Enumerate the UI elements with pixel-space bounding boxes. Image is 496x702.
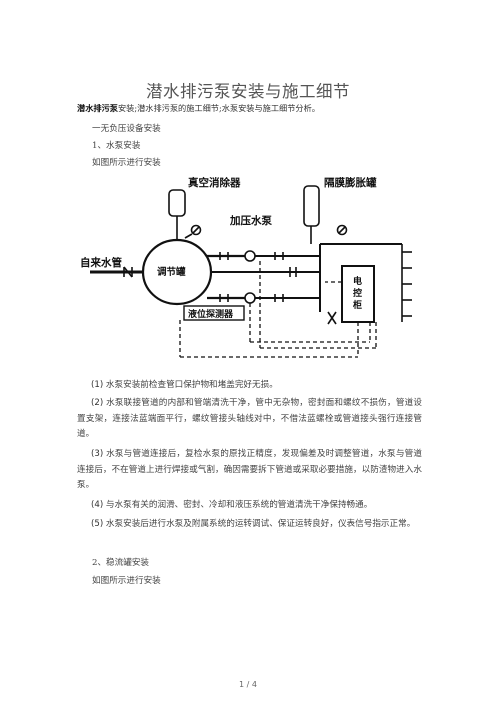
- label-pressure-pump: 加压水泵: [229, 214, 272, 227]
- label-level-detector: 液位探测器: [188, 308, 234, 320]
- keywords-rest: 安装;潜水排污泵的施工细节;水泵安装与施工细节分析。: [117, 103, 320, 113]
- page-title: 潜水排污泵安装与施工细节: [146, 82, 350, 101]
- list-item: (5) 水泵安装后进行水泵及附属系统的运转调试、保证运转良好，仪表信号指示正常。: [77, 517, 422, 533]
- label-cabinet-2: 控: [353, 287, 362, 299]
- item-number: (1): [91, 380, 104, 390]
- keywords-bold: 潜水排污泵: [77, 103, 118, 113]
- label-cabinet-3: 柜: [352, 299, 362, 311]
- item-number: (2): [91, 398, 104, 408]
- subsection-note-2: 如图所示进行安装: [92, 576, 161, 586]
- list-item: (1) 水泵安装前检查管口保护物和堵盖完好无损。: [77, 378, 422, 394]
- label-membrane-tank: 隔膜膨胀罐: [324, 176, 377, 189]
- label-cabinet-1: 电: [353, 275, 362, 287]
- label-regulating-tank: 调节罐: [157, 266, 186, 278]
- list-item: (4) 与水泵有关的润滑、密封、冷却和液压系统的管道清洗干净保持畅通。: [77, 498, 422, 514]
- item-text: 与水泵有关的润滑、密封、冷却和液压系统的管道清洗干净保持畅通。: [105, 500, 373, 510]
- subsection-heading-2: 2、稳流罐安装: [92, 558, 150, 568]
- item-text: 水泵安装前检查管口保护物和堵盖完好无损。: [105, 380, 278, 390]
- subsection-heading-1: 1、水泵安装: [92, 141, 141, 151]
- keywords-line: 潜水排污泵安装;潜水排污泵的施工细节;水泵安装与施工细节分析。: [77, 102, 427, 114]
- item-text: 水泵与管道连接后，复检水泵的原找正精度，发现偏差及时调整管道，水泵与管道连接后，…: [77, 449, 422, 490]
- pump-installation-diagram: 真空消除器 隔膜膨胀罐 加压水泵 自来水管 调节罐 电 控 柜 液位探测器: [80, 176, 412, 358]
- list-item: (3) 水泵与管道连接后，复检水泵的原找正精度，发现偏差及时调整管道，水泵与管道…: [77, 447, 422, 494]
- section-heading-1: 一无负压设备安装: [92, 124, 161, 134]
- label-tap-water-pipe: 自来水管: [80, 256, 122, 269]
- page-number: 1 / 4: [239, 680, 257, 689]
- subsection-note-1: 如图所示进行安装: [92, 158, 161, 168]
- label-vacuum-eliminator: 真空消除器: [188, 176, 241, 189]
- item-number: (4): [91, 500, 104, 510]
- item-text: 水泵安装后进行水泵及附属系统的运转调试、保证运转良好，仪表信号指示正常。: [105, 519, 416, 529]
- item-text: 水泵联接管道的内部和管端清洗干净，管中无杂物，密封面和螺纹不损伤，管道设置支架，…: [77, 398, 422, 439]
- item-number: (3): [91, 449, 104, 459]
- item-number: (5): [91, 519, 104, 529]
- list-item: (2) 水泵联接管道的内部和管端清洗干净，管中无杂物，密封面和螺纹不损伤，管道设…: [77, 396, 422, 443]
